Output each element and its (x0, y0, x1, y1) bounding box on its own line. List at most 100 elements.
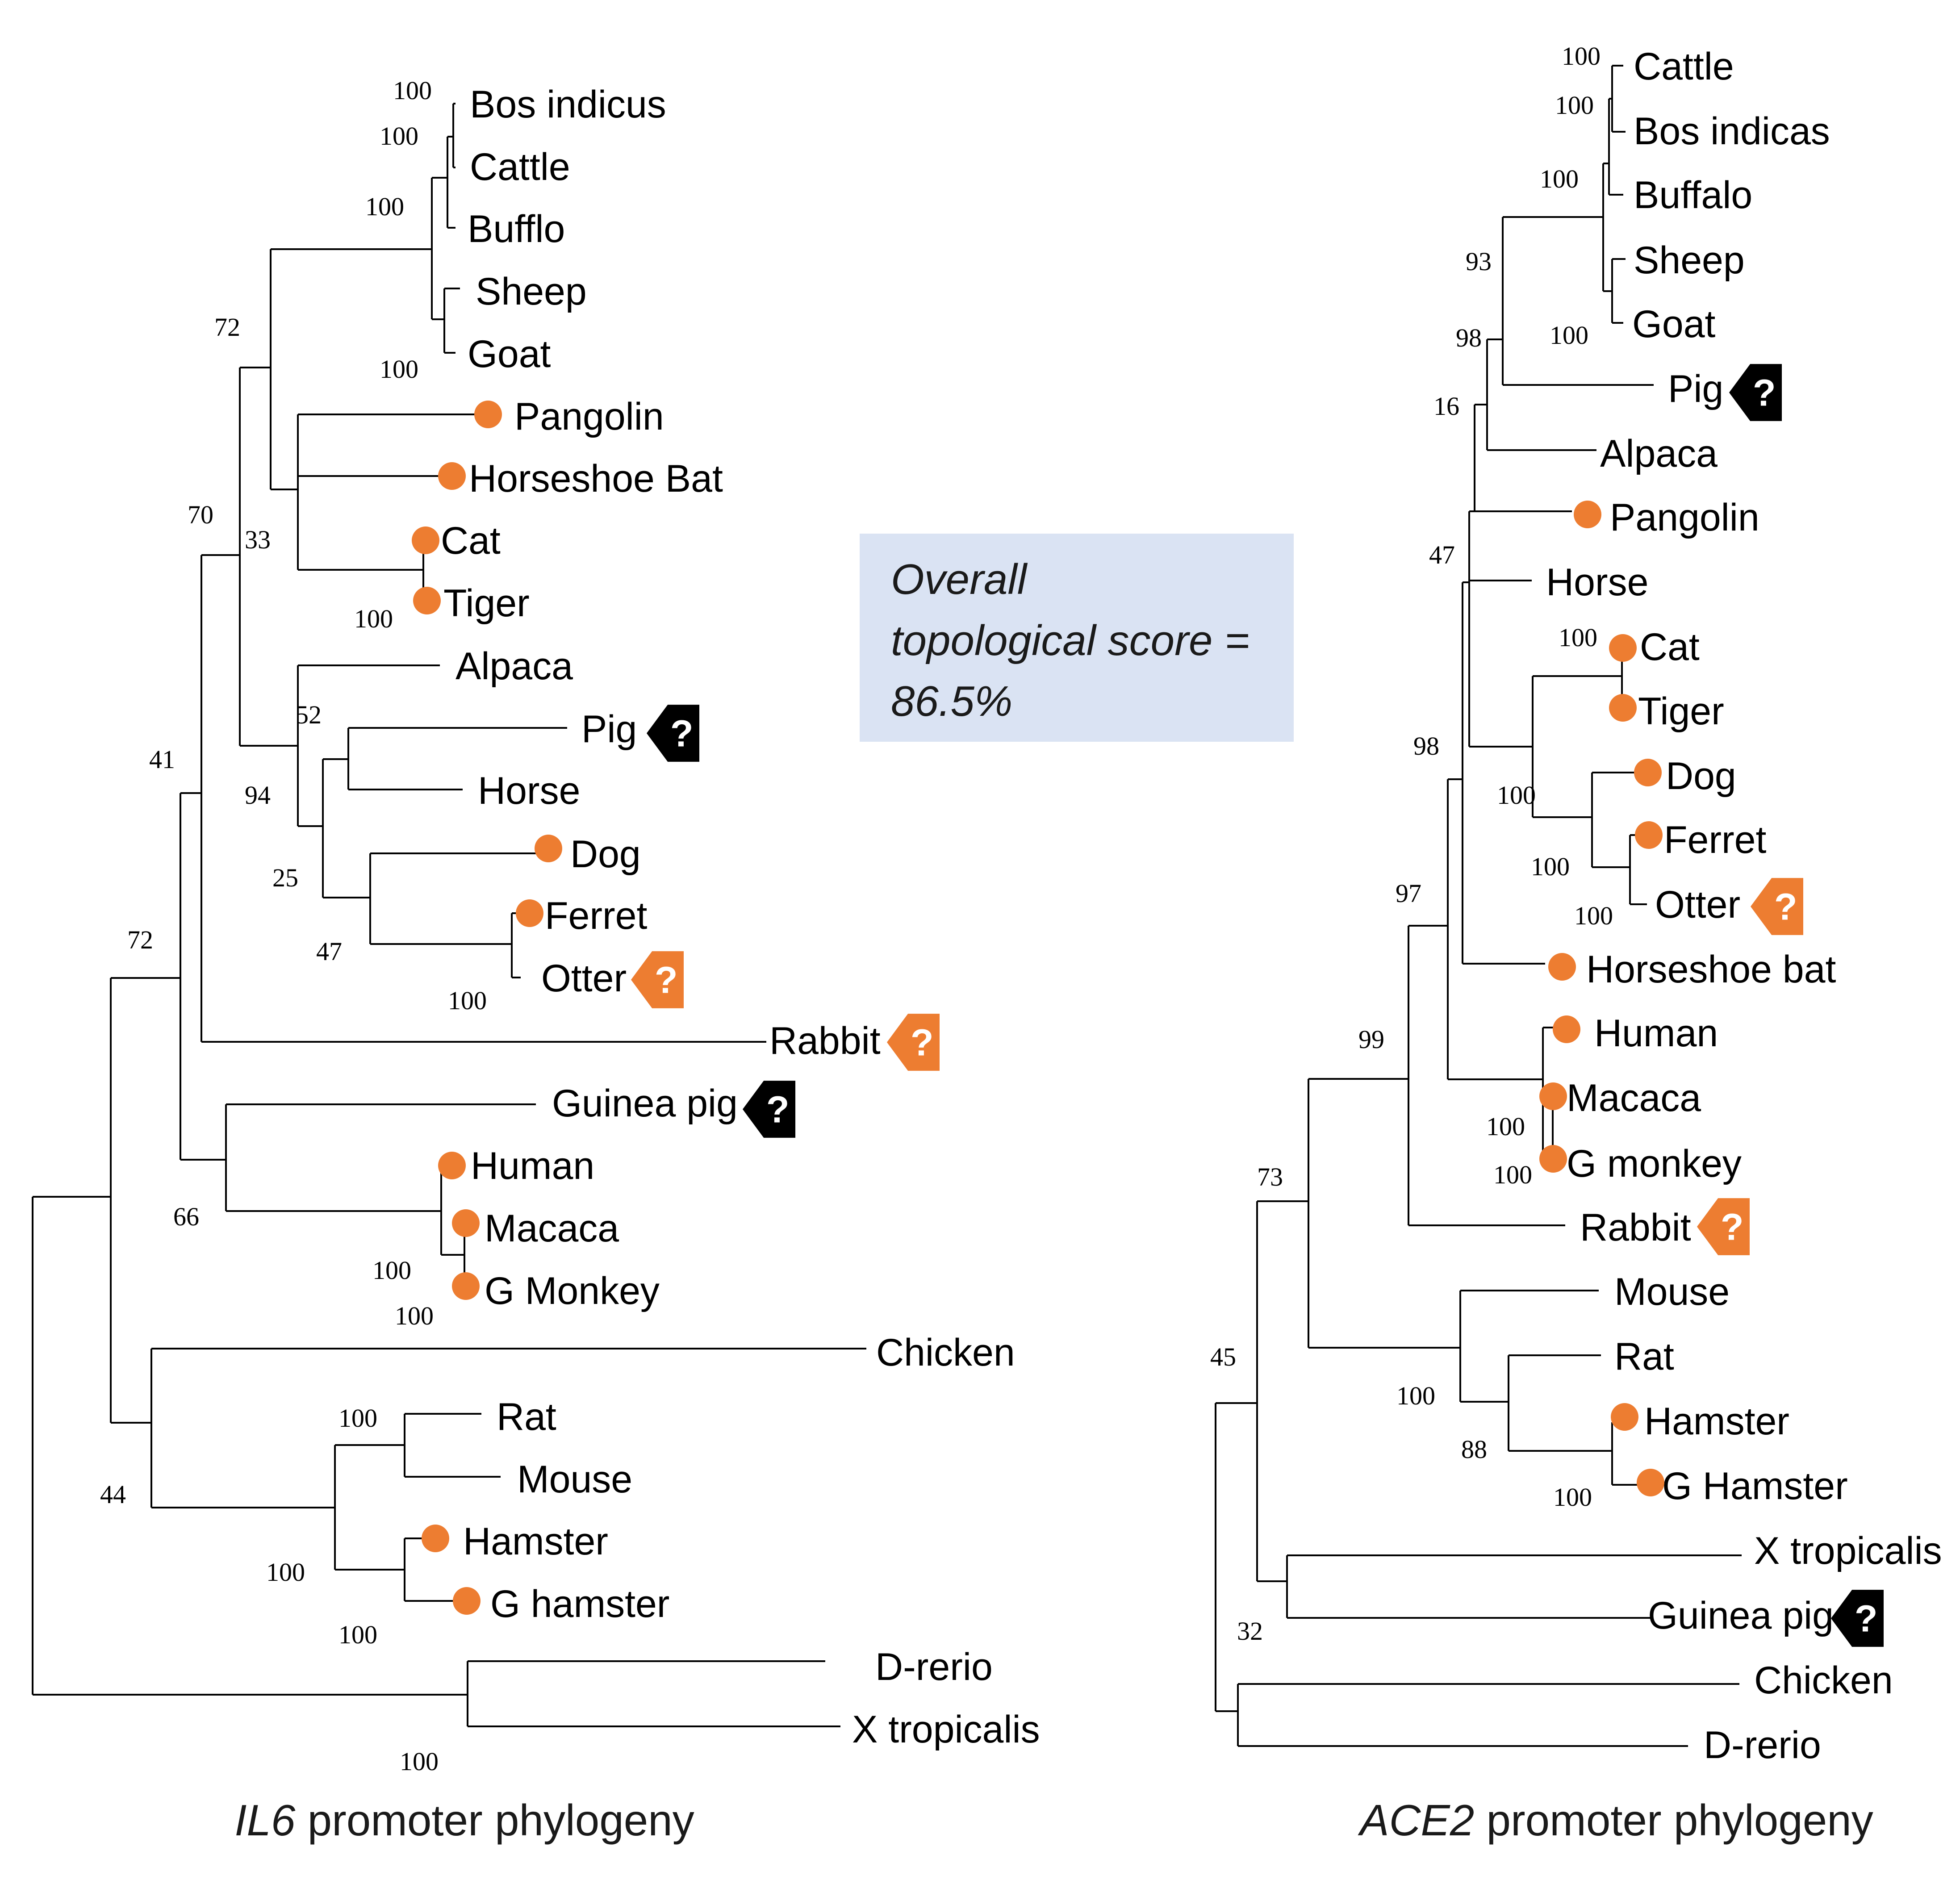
taxon-label: Goat (468, 333, 551, 376)
support-value: 66 (173, 1202, 199, 1231)
question-arrow-icon (631, 951, 684, 1008)
question-arrow-icon (1729, 364, 1782, 421)
taxon-label: Tiger (1638, 690, 1724, 733)
taxon-label: Pig (581, 708, 637, 751)
taxon-label: Sheep (1634, 239, 1745, 282)
taxon-label: Pangolin (1610, 496, 1759, 539)
taxon-label: D-rerio (875, 1646, 993, 1688)
question-arrow-icon (1751, 878, 1803, 935)
support-value: 98 (1413, 731, 1439, 760)
taxon-label: Rabbit (1580, 1206, 1691, 1249)
support-value: 100 (1555, 91, 1594, 120)
orange-dot-icon (1637, 1469, 1664, 1496)
support-value: 100 (1562, 42, 1601, 71)
orange-dot-icon (474, 401, 502, 428)
taxon-label: Rat (497, 1395, 556, 1438)
orange-dot-icon (1611, 1403, 1638, 1431)
question-arrow-icon (743, 1081, 795, 1138)
support-value: 93 (1466, 247, 1492, 276)
support-value: 32 (1237, 1617, 1263, 1646)
orange-dot-icon (1553, 1015, 1580, 1043)
question-arrow-icon (887, 1014, 940, 1071)
taxon-label: Pangolin (514, 395, 664, 438)
support-value: 97 (1396, 879, 1421, 908)
taxon-label: Otter (541, 957, 627, 1000)
support-value: 94 (245, 781, 271, 810)
taxon-label: Hamster (1644, 1400, 1789, 1443)
ace2-caption: ACE2 promoter phylogeny (1358, 1796, 1873, 1845)
support-value: 47 (316, 937, 342, 966)
support-value: 100 (393, 76, 432, 105)
taxon-label: Chicken (876, 1331, 1015, 1374)
orange-dot-icon (535, 835, 562, 862)
support-value: 52 (296, 700, 322, 729)
orange-dot-icon (438, 1152, 466, 1179)
support-value: 88 (1461, 1435, 1487, 1464)
support-value: 41 (149, 745, 175, 774)
support-value: 100 (380, 121, 418, 150)
support-value: 100 (395, 1301, 434, 1330)
taxon-label: G Hamster (1662, 1465, 1848, 1508)
orange-dot-icon (1634, 759, 1662, 786)
orange-dot-icon (422, 1525, 449, 1552)
support-value: 73 (1257, 1162, 1283, 1191)
taxon-label: Mouse (517, 1458, 632, 1501)
orange-dot-icon (1548, 953, 1576, 981)
question-arrow-icon (1697, 1198, 1750, 1255)
support-value: 33 (245, 525, 271, 554)
taxon-label: Macaca (1567, 1077, 1701, 1120)
taxon-label: Tiger (443, 582, 530, 625)
support-value: 100 (1396, 1381, 1435, 1410)
support-value: 72 (127, 925, 153, 954)
taxon-label: Ferret (545, 894, 647, 937)
taxon-label: X tropicalis (1754, 1529, 1942, 1572)
support-value: 100 (1493, 1160, 1532, 1189)
support-value: 25 (272, 863, 298, 892)
support-value: 100 (365, 192, 404, 221)
taxon-label: Dog (1666, 755, 1736, 798)
taxon-label: Bos indicus (470, 83, 666, 126)
orange-dot-icon (1609, 634, 1637, 662)
taxon-label: Macaca (485, 1207, 619, 1250)
support-value: 100 (339, 1620, 377, 1649)
taxon-label: Cattle (470, 146, 570, 188)
taxon-label: Mouse (1614, 1270, 1730, 1313)
support-value: 47 (1429, 540, 1455, 569)
orange-dot-icon (413, 587, 441, 614)
support-value: 98 (1456, 323, 1482, 352)
support-value: 100 (1486, 1112, 1525, 1141)
ace2-taxa: Cattle Bos indicas Buffalo Sheep Goat Pi… (1546, 45, 1942, 1767)
orange-dot-icon (453, 1587, 481, 1615)
score-line-1: Overall (891, 556, 1028, 603)
ace2-support-values: 100 100 100 100 93 98 16 47 100 100 100 … (1210, 42, 1613, 1646)
il6-markers (412, 401, 940, 1615)
taxon-label: Horseshoe bat (1586, 948, 1836, 991)
support-value: 100 (400, 1747, 439, 1776)
il6-caption: IL6 promoter phylogeny (234, 1796, 694, 1845)
taxon-label: Horseshoe Bat (469, 457, 723, 500)
taxon-label: Rabbit (769, 1019, 881, 1062)
ace2-markers (1539, 364, 1884, 1647)
support-value: 100 (1540, 164, 1579, 193)
support-value: 100 (339, 1404, 377, 1433)
taxon-label: Cattle (1634, 45, 1734, 88)
orange-dot-icon (452, 1272, 480, 1300)
taxon-label: Buffalo (1634, 174, 1752, 217)
support-value: 100 (448, 986, 487, 1015)
orange-dot-icon (1539, 1145, 1567, 1173)
ace2-tree: 100 100 100 100 93 98 16 47 100 100 100 … (1210, 42, 1942, 1845)
support-value: 100 (1550, 321, 1588, 350)
taxon-label: Pig (1668, 368, 1723, 410)
taxon-label: Ferret (1664, 819, 1766, 861)
taxon-label: Sheep (476, 270, 587, 313)
support-value: 100 (1574, 901, 1613, 930)
il6-taxa: Bos indicus Cattle Bufflo Sheep Goat Pan… (441, 83, 1040, 1751)
orange-dot-icon (1609, 694, 1637, 722)
orange-dot-icon (1539, 1082, 1567, 1110)
il6-support-values: 100 100 100 100 72 70 33 100 52 94 25 47… (100, 76, 487, 1776)
taxon-label: G hamster (490, 1583, 669, 1625)
orange-dot-icon (438, 462, 466, 490)
orange-dot-icon (516, 899, 543, 927)
